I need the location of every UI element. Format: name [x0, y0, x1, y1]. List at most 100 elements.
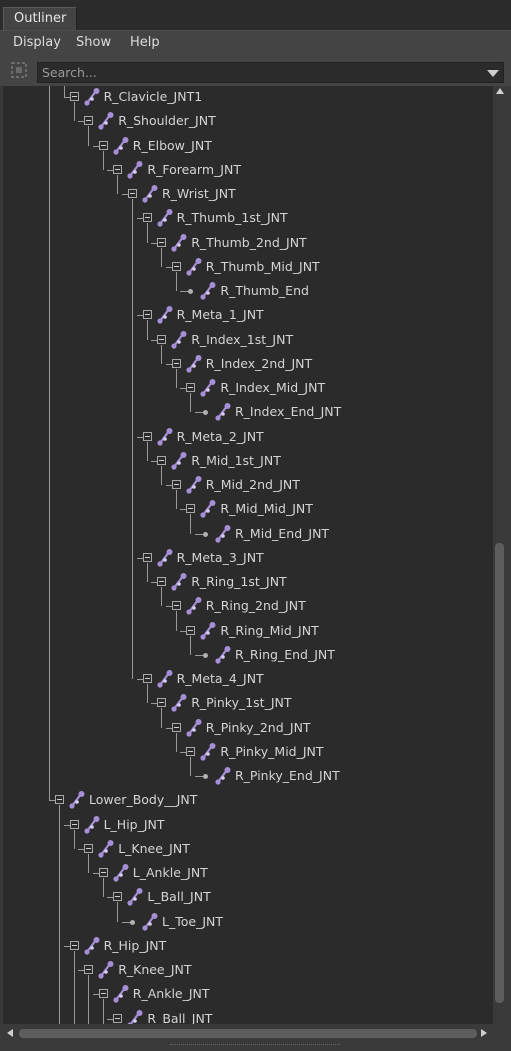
- tree-row[interactable]: R_Index_Mid_JNT: [3, 377, 493, 401]
- tree-row[interactable]: R_Index_1st_JNT: [3, 329, 493, 353]
- collapse-toggle-icon[interactable]: [128, 189, 137, 198]
- filter-icon[interactable]: [9, 60, 29, 80]
- tree-row[interactable]: R_Wrist_JNT: [3, 183, 493, 207]
- tree-row[interactable]: R_Forearm_JNT: [3, 159, 493, 183]
- collapse-toggle-icon[interactable]: [142, 552, 152, 562]
- collapse-toggle-icon[interactable]: [84, 843, 94, 853]
- collapse-toggle-icon[interactable]: [171, 601, 181, 611]
- collapse-toggle-icon[interactable]: [55, 795, 64, 805]
- tree-row[interactable]: R_Ball_JNT: [3, 1008, 493, 1024]
- tree-item-label: L_Knee_JNT: [118, 840, 190, 856]
- horizontal-scrollbar[interactable]: [3, 1026, 493, 1041]
- scroll-up-icon[interactable]: [496, 88, 504, 94]
- collapse-toggle-icon[interactable]: [186, 746, 196, 756]
- tree-row[interactable]: R_Meta_2_JNT: [3, 426, 493, 450]
- leaf-dot-icon: [188, 289, 194, 294]
- resize-grip[interactable]: [170, 1044, 340, 1047]
- tree-item-label: R_Thumb_Mid_JNT: [205, 258, 320, 274]
- collapse-toggle-icon[interactable]: [157, 455, 167, 465]
- collapse-toggle-icon[interactable]: [142, 674, 152, 683]
- vertical-scrollbar[interactable]: [493, 86, 508, 1024]
- collapse-toggle-icon[interactable]: [142, 213, 152, 223]
- collapse-toggle-icon[interactable]: [186, 625, 196, 635]
- collapse-toggle-icon[interactable]: [69, 819, 79, 829]
- tree-guide-line: [49, 86, 50, 802]
- collapse-toggle-icon[interactable]: [186, 504, 196, 514]
- tree-row[interactable]: R_Elbow_JNT: [3, 135, 493, 159]
- tree-row[interactable]: R_Ring_1st_JNT: [3, 571, 493, 595]
- tree-row[interactable]: L_Toe_JNT: [3, 911, 493, 935]
- tree-row[interactable]: R_Pinky_2nd_JNT: [3, 717, 493, 741]
- search-field[interactable]: [37, 62, 504, 83]
- tree-row[interactable]: R_Index_2nd_JNT: [3, 353, 493, 377]
- tree-row[interactable]: R_Pinky_End_JNT: [3, 765, 493, 789]
- tree-row[interactable]: R_Meta_1_JNT: [3, 304, 493, 328]
- tree-row[interactable]: R_Mid_2nd_JNT: [3, 474, 493, 498]
- collapse-toggle-icon[interactable]: [113, 892, 123, 902]
- tree-row[interactable]: R_Mid_Mid_JNT: [3, 498, 493, 522]
- collapse-toggle-icon[interactable]: [84, 116, 94, 126]
- tree-row[interactable]: L_Hip_JNT: [3, 814, 493, 838]
- collapse-toggle-icon[interactable]: [171, 261, 181, 271]
- tree-row[interactable]: R_Ring_2nd_JNT: [3, 595, 493, 619]
- menu-display[interactable]: Display: [13, 35, 61, 50]
- tree-row[interactable]: L_Ankle_JNT: [3, 862, 493, 886]
- tree-row[interactable]: R_Mid_1st_JNT: [3, 450, 493, 474]
- collapse-toggle-icon[interactable]: [142, 431, 152, 441]
- tree-row[interactable]: R_Thumb_1st_JNT: [3, 207, 493, 231]
- tab-outliner[interactable]: Outliner: [3, 7, 77, 30]
- tree-row[interactable]: R_Clavicle_JNT1: [3, 86, 493, 110]
- collapse-toggle-icon[interactable]: [98, 868, 108, 877]
- joint-icon: [98, 839, 114, 858]
- tree-row[interactable]: R_Pinky_1st_JNT: [3, 692, 493, 716]
- tree-row[interactable]: R_Thumb_2nd_JNT: [3, 232, 493, 256]
- collapse-toggle-icon[interactable]: [84, 965, 94, 974]
- tree-row[interactable]: R_Meta_3_JNT: [3, 547, 493, 571]
- tree-row[interactable]: Lower_Body__JNT: [3, 789, 493, 813]
- scroll-right-icon[interactable]: [481, 1029, 487, 1037]
- collapse-toggle-icon[interactable]: [113, 164, 123, 174]
- tree-row[interactable]: R_Pinky_Mid_JNT: [3, 741, 493, 765]
- tree-guide-line: [175, 490, 177, 510]
- scroll-left-icon[interactable]: [7, 1029, 13, 1037]
- menu-help[interactable]: Help: [130, 35, 160, 50]
- collapse-toggle-icon[interactable]: [186, 383, 196, 392]
- collapse-toggle-icon[interactable]: [142, 310, 152, 320]
- collapse-toggle-icon[interactable]: [157, 237, 167, 247]
- search-dropdown-icon[interactable]: [487, 70, 499, 77]
- tree-guide-line: [175, 611, 177, 631]
- tree-row[interactable]: L_Ball_JNT: [3, 886, 493, 910]
- vertical-scroll-thumb[interactable]: [495, 543, 504, 1003]
- tree-row[interactable]: R_Hip_JNT: [3, 935, 493, 959]
- search-row: [0, 56, 511, 86]
- tree-row[interactable]: R_Knee_JNT: [3, 959, 493, 983]
- collapse-toggle-icon[interactable]: [98, 989, 108, 999]
- tree-row[interactable]: R_Thumb_End: [3, 280, 493, 304]
- tree-row[interactable]: R_Meta_4_JNT: [3, 668, 493, 692]
- tree-row[interactable]: R_Mid_End_JNT: [3, 523, 493, 547]
- collapse-toggle-icon[interactable]: [113, 1013, 123, 1023]
- collapse-toggle-icon[interactable]: [157, 577, 167, 586]
- collapse-toggle-icon[interactable]: [69, 92, 79, 101]
- collapse-toggle-icon[interactable]: [69, 940, 79, 950]
- collapse-toggle-icon[interactable]: [157, 698, 167, 708]
- horizontal-scroll-thumb[interactable]: [19, 1029, 477, 1038]
- tree-connector: [165, 485, 176, 486]
- tree-row[interactable]: R_Index_End_JNT: [3, 401, 493, 425]
- menu-show[interactable]: Show: [76, 35, 112, 50]
- tree-row[interactable]: R_Ring_Mid_JNT: [3, 620, 493, 644]
- tree-row[interactable]: R_Thumb_Mid_JNT: [3, 256, 493, 280]
- collapse-toggle-icon[interactable]: [171, 358, 181, 368]
- joint-icon: [186, 597, 202, 615]
- collapse-toggle-icon[interactable]: [98, 140, 108, 150]
- search-input[interactable]: [38, 63, 482, 82]
- collapse-toggle-icon[interactable]: [171, 480, 181, 489]
- tree-item-label: R_Thumb_2nd_JNT: [191, 234, 307, 250]
- tree-row[interactable]: L_Knee_JNT: [3, 838, 493, 862]
- tree-row[interactable]: R_Ankle_JNT: [3, 983, 493, 1007]
- collapse-toggle-icon[interactable]: [157, 334, 167, 344]
- tree-row[interactable]: R_Shoulder_JNT: [3, 110, 493, 134]
- tree-row[interactable]: R_Ring_End_JNT: [3, 644, 493, 668]
- collapse-toggle-icon[interactable]: [171, 722, 181, 732]
